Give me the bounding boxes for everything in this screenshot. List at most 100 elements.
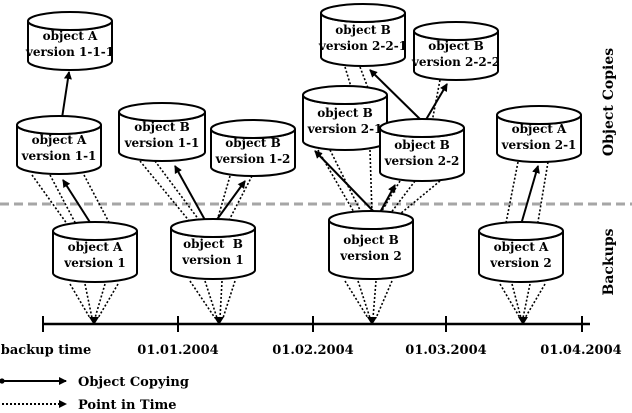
cylinder-top — [52, 221, 138, 241]
cylinder-version-label: version 2-2 — [384, 154, 460, 168]
cylinder-object-a-version-1: object A version 1 — [52, 221, 138, 283]
cylinder-version-label: version 2-2-1 — [318, 39, 407, 53]
point-in-time-line — [504, 161, 519, 229]
cylinder-object-label: object B — [335, 23, 391, 37]
cylinder-object-b-version-2-2-2: object B version 2-2-2 — [411, 21, 500, 81]
point-in-time-marker — [518, 317, 528, 325]
cylinder-object-label: object B — [394, 138, 450, 152]
point-in-time-line — [84, 283, 93, 319]
point-in-time-line — [522, 283, 531, 319]
point-in-time-line — [372, 280, 377, 319]
cylinder-object-b-version-1-2: object B version 1-2 — [210, 119, 296, 177]
cylinder-top — [27, 11, 113, 31]
point-in-time-line — [536, 161, 549, 229]
cylinder-top — [478, 221, 564, 241]
cylinder-version-label: version 2-1 — [501, 138, 577, 152]
cylinder-top — [302, 85, 388, 105]
cylinder-top — [210, 119, 296, 139]
object-cylinders: object A version 1-1-1 object A version 1-1… — [16, 3, 582, 283]
point-in-time-line — [189, 280, 216, 319]
cylinder-object-label: object B — [225, 136, 281, 150]
point-in-time-line — [379, 180, 401, 215]
cylinder-version-label: version 1 — [181, 253, 244, 267]
cylinder-object-b-version-1: object B version 1 — [170, 218, 256, 280]
object-copies-label: Object Copies — [601, 48, 617, 156]
object-copying-arrow — [517, 165, 540, 231]
point-in-time-line — [204, 280, 218, 319]
cylinder-top — [328, 210, 414, 230]
date-label: 01.01.2004 — [137, 343, 218, 358]
legend: Object Copying Point in Time — [0, 375, 189, 413]
cylinder-version-label: version 1-1-1 — [25, 45, 114, 59]
cylinder-top — [118, 102, 206, 122]
cylinder-version-label: version 1-1 — [21, 149, 97, 163]
point-in-time-line — [94, 283, 106, 319]
cylinder-object-a-version-1-1-1: object A version 1-1-1 — [25, 11, 114, 71]
point-in-time-marker — [367, 317, 377, 325]
backups-label: Backups — [601, 228, 617, 295]
cylinder-top — [320, 3, 406, 23]
date-label: 01.02.2004 — [272, 343, 353, 358]
cylinder-object-label: object A — [68, 240, 123, 254]
cylinder-object-label: object B — [343, 233, 399, 247]
object-copying-arrow — [62, 179, 96, 230]
cylinder-top — [413, 21, 499, 41]
cylinder-top — [16, 115, 102, 135]
point-in-time-line — [31, 174, 71, 229]
cylinder-object-label: object B — [134, 120, 190, 134]
date-label: 01.03.2004 — [405, 343, 486, 358]
cylinder-version-label: version 1 — [63, 256, 126, 270]
cylinder-object-label: object B — [183, 237, 243, 251]
point-in-time-marker — [214, 317, 224, 325]
point-in-time-line — [219, 280, 223, 319]
cylinder-object-label: object A — [494, 240, 549, 254]
legend-point-in-time-label: Point in Time — [78, 398, 177, 413]
cylinder-object-label: object B — [317, 106, 373, 120]
cylinder-object-label: object A — [43, 29, 98, 43]
cylinder-object-b-version-2-1: object B version 2-1 — [302, 85, 388, 151]
point-in-time-line — [511, 283, 522, 319]
point-in-time-line — [357, 280, 371, 319]
cylinder-object-a-version-2: object A version 2 — [478, 221, 564, 283]
point-in-time-line — [154, 160, 206, 229]
point-in-time-line — [222, 280, 236, 319]
point-in-time-marker — [89, 317, 99, 325]
cylinder-object-a-version-1-1: object A version 1-1 — [16, 115, 102, 175]
date-label: 01.04.2004 — [540, 343, 621, 358]
cylinder-top — [496, 105, 582, 125]
cylinder-object-label: object A — [32, 133, 87, 147]
cylinder-version-label: version 2-1 — [307, 122, 383, 136]
point-in-time-line — [344, 280, 369, 319]
point-in-time-line — [399, 180, 441, 215]
connection-lines — [31, 66, 549, 325]
cylinder-object-b-version-2-2: object B version 2-2 — [379, 118, 465, 182]
object-copying-arrow — [369, 69, 427, 126]
point-in-time-line — [69, 283, 91, 319]
cylinder-object-label: object B — [428, 39, 484, 53]
cylinder-version-label: version 2 — [489, 256, 552, 270]
cylinder-object-a-version-2-1: object A version 2-1 — [496, 105, 582, 163]
cylinder-object-b-version-2-2-1: object B version 2-2-1 — [318, 3, 407, 67]
object-copying-arrow — [314, 150, 381, 219]
cylinder-version-label: version 2-2-2 — [411, 55, 500, 69]
legend-copying-label: Object Copying — [78, 375, 189, 390]
cylinder-object-label: object A — [512, 122, 567, 136]
point-in-time-line — [499, 283, 521, 319]
cylinder-object-b-version-1-1: object B version 1-1 — [118, 102, 206, 162]
object-copying-arrow — [421, 83, 448, 126]
cylinder-version-label: version 1-2 — [215, 152, 291, 166]
point-in-time-line — [97, 283, 119, 319]
backup-time-label: backup time — [1, 343, 91, 358]
point-in-time-line — [524, 283, 546, 319]
cylinder-top — [170, 218, 256, 238]
cylinder-top — [379, 118, 465, 138]
point-in-time-line — [139, 160, 196, 229]
point-in-time-line — [375, 280, 393, 319]
point-in-time-line — [359, 66, 369, 89]
object-copying-arrow — [59, 71, 72, 121]
timeline: backup time 01.01.2004 01.02.2004 01.03.… — [1, 316, 622, 358]
cylinder-version-label: version 1-1 — [124, 136, 200, 150]
